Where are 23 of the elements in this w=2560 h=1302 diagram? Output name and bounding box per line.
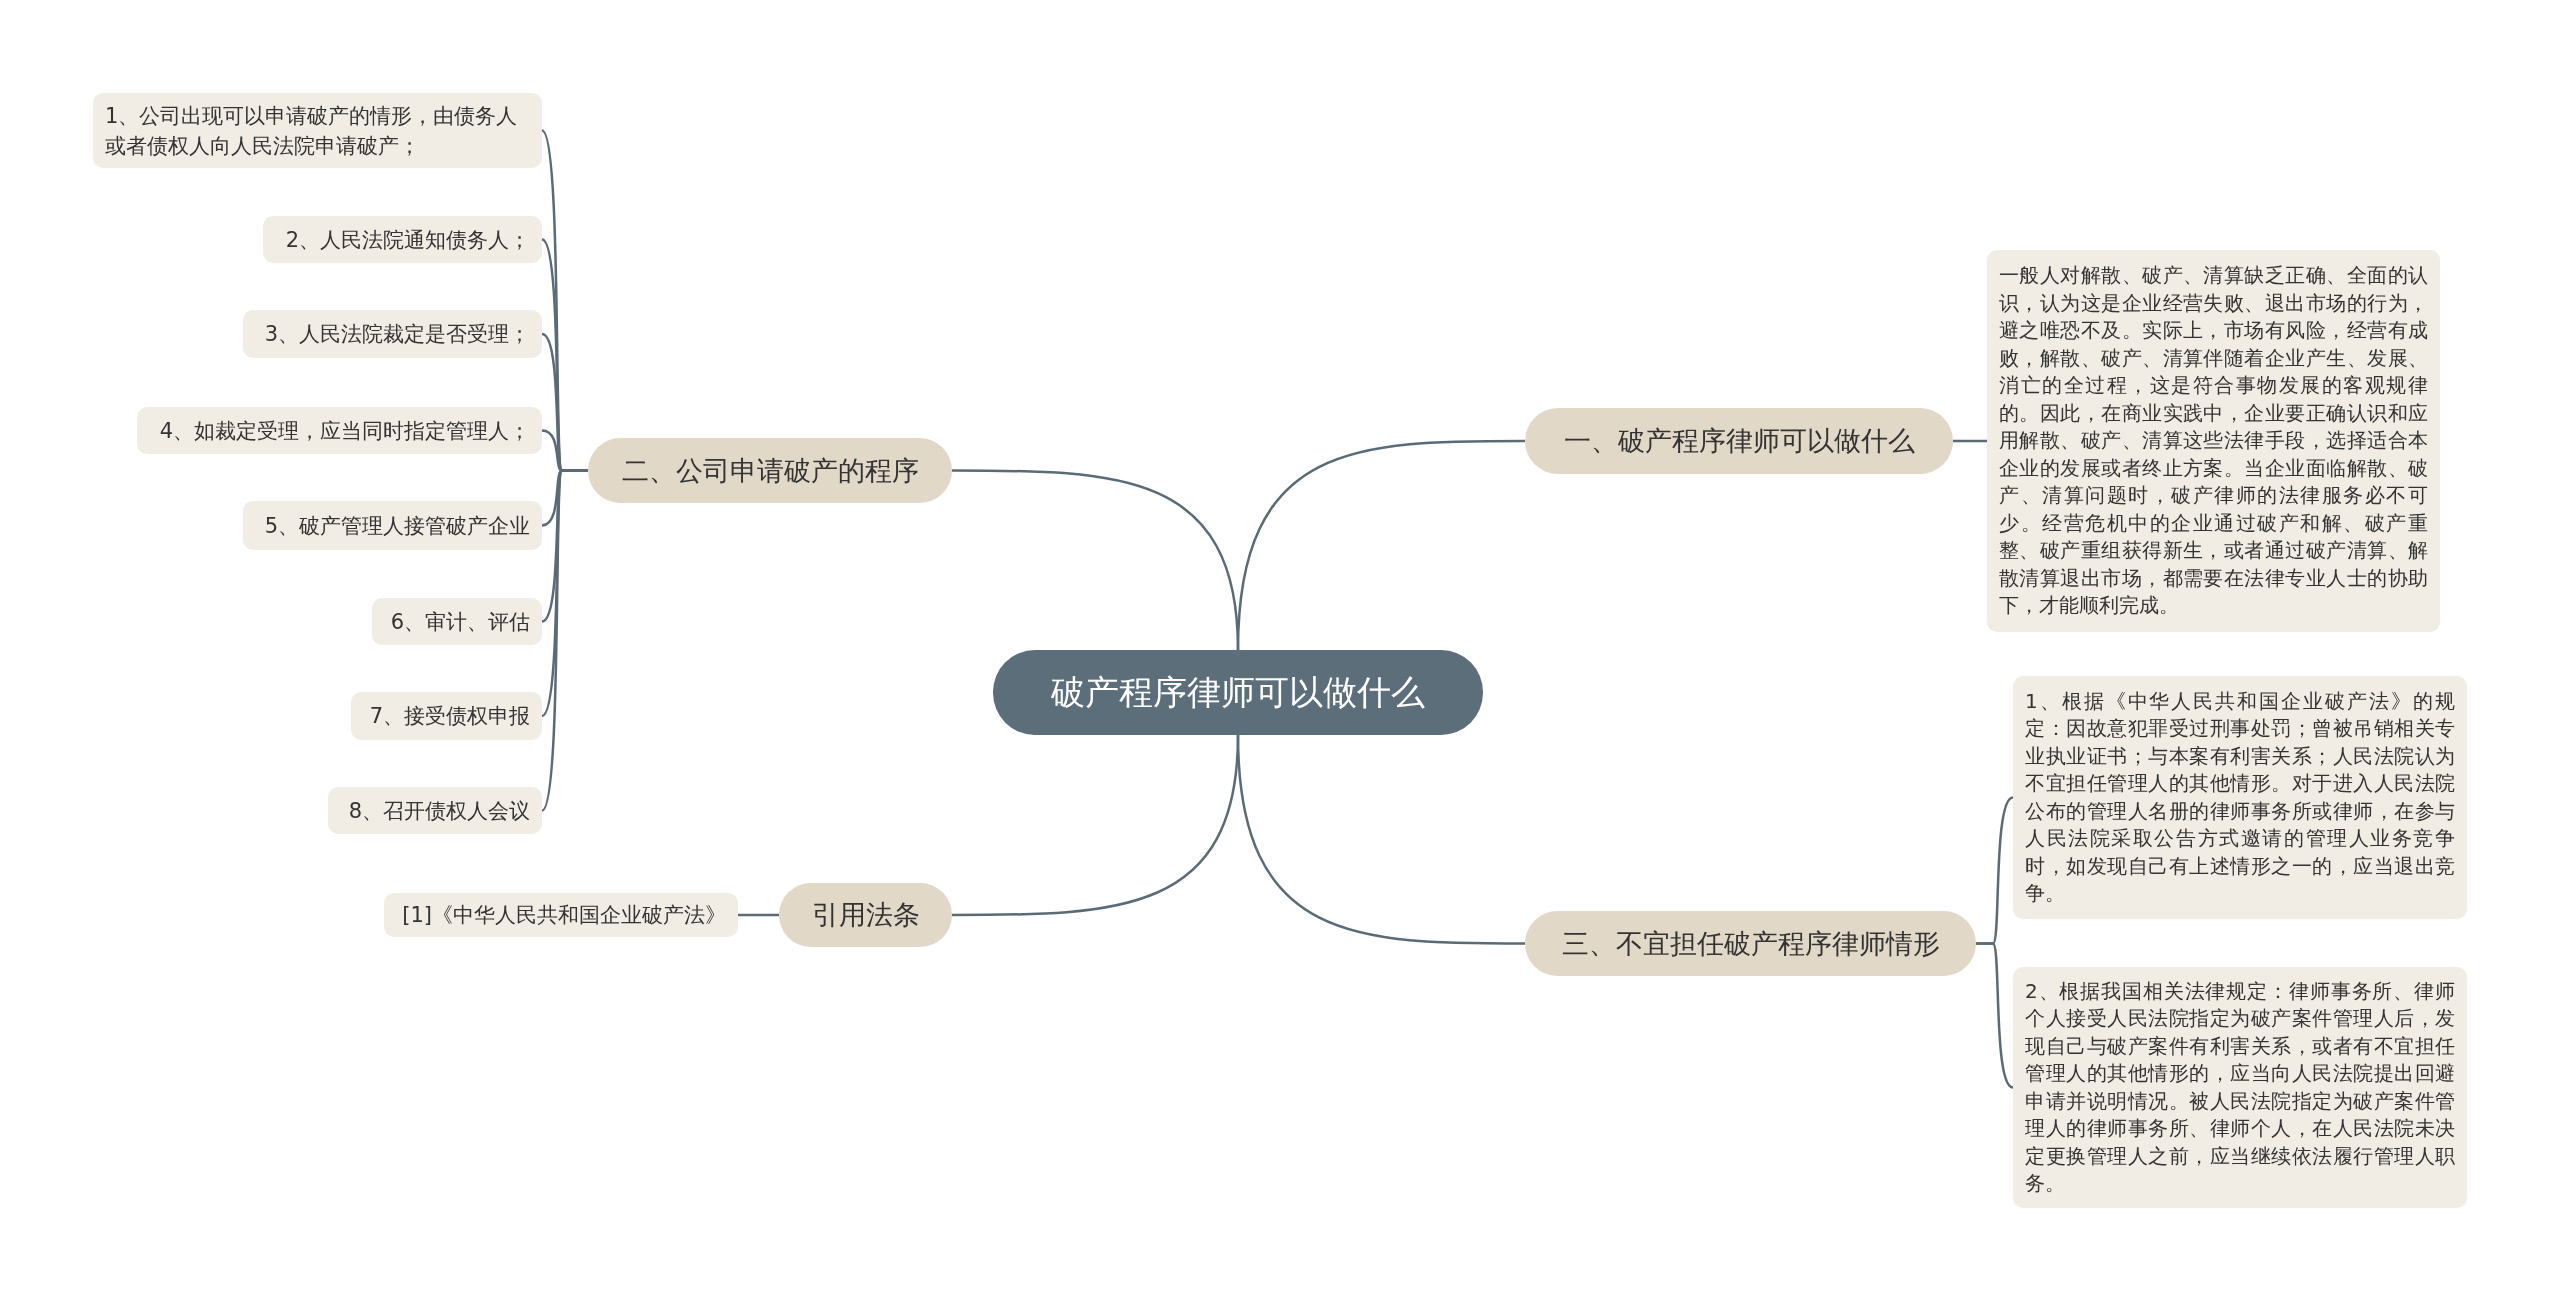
connector-line [540, 469, 588, 812]
connector-line [952, 469, 1240, 651]
connector-line [952, 734, 1240, 917]
connector-line [738, 913, 779, 917]
subtopic-box: 6、审计、评估 [372, 598, 542, 645]
subtopic-box: [1]《中华人民共和国企业破产法》 [384, 893, 738, 937]
subtopic-box: 2、人民法院通知债务人； [263, 216, 542, 263]
subtopic-box: 5、破产管理人接管破产企业 [243, 501, 542, 550]
subtopic-box: 1、公司出现可以申请破产的情形，由债务人或者债权人向人民法院申请破产； [93, 93, 542, 168]
subtopic-box: 3、人民法院裁定是否受理； [243, 310, 542, 358]
text-box: 2、根据我国相关法律规定：律师事务所、律师个人接受人民法院指定为破产案件管理人后，发现自己与破产案件有利害关系，或者有不宜担任管理人的其他情形的，应当向人民法院提出回避申请并说明情况。被人民法院指定为破产案件管理人的律师事务所、律师个人，在人民法院未决定更换管理人之前，应当继续依法履行管理人职务。 [2013, 967, 2467, 1208]
text-box: 1、根据《中华人民共和国企业破产法》的规定：因故意犯罪受过刑事处罚；曾被吊销相关专业执业证书；与本案有利害关系；人民法院认为不宜担任管理人的其他情形。对于进入人民法院公布的管理人名册的律师事务所或律师，在参与人民法院采取公告方式邀请的管理人业务竞争时，如发现自己有上述情形之一的，应当退出竞争。 [2013, 676, 2467, 919]
subtopic-box: 7、接受债权申报 [351, 692, 542, 740]
connector-line [1953, 439, 1987, 443]
topic-box: 一、破产程序律师可以做什么 [1525, 408, 1953, 474]
subtopic-box: 4、如裁定受理，应当同时指定管理人； [137, 407, 542, 454]
topic-box: 三、不宜担任破产程序律师情形 [1525, 911, 1976, 976]
central-topic: 破产程序律师可以做什么 [993, 650, 1483, 735]
text-box: 一般人对解散、破产、清算缺乏正确、全面的认识，认为这是企业经营失败、退出市场的行为，避之唯恐不及。实际上，市场有风险，经营有成败，解散、破产、清算伴随着企业产生、发展、消亡的全过程，这是符合事物发展的客观规律的。因此，在商业实践中，企业要正确认识和应用解散、破产、清算这些法律手段，选择适合本企业的发展或者终止方案。当企业面临解散、破产、清算问题时，破产律师的法律服务必不可少。经营危机中的企业通过破产和解、破产重整、破产重组获得新生，或者通过破产清算、解散清算退出市场，都需要在法律专业人士的协助下，才能顺利完成。 [1987, 250, 2440, 632]
topic-box: 引用法条 [779, 883, 952, 947]
subtopic-box: 8、召开债权人会议 [328, 787, 542, 834]
topic-box: 二、公司申请破产的程序 [588, 438, 952, 503]
connector-line [1976, 942, 2014, 1089]
